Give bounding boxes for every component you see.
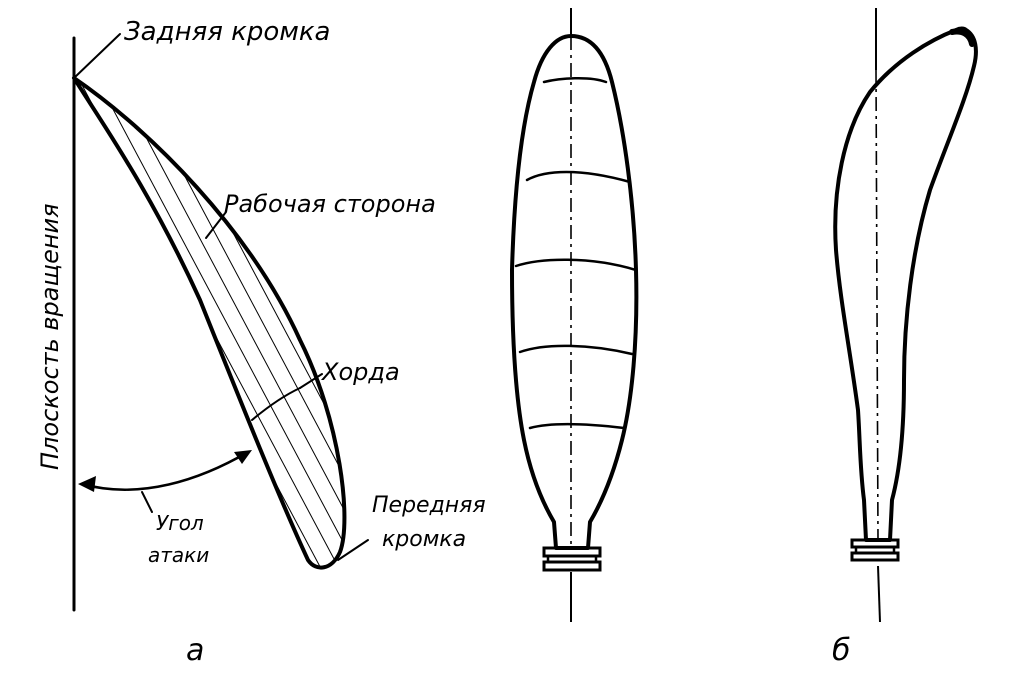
leading-edge-leader: [337, 539, 369, 561]
blade-outline: [510, 34, 639, 550]
blade-section-5: [528, 423, 626, 430]
attack-angle-arrow-right: [234, 450, 252, 464]
working-side-leader: [205, 211, 227, 239]
blade-section-3: [514, 258, 638, 272]
side-axis-line: [875, 69, 879, 541]
chord-line: [251, 387, 301, 421]
attack-angle-arrow-left: [78, 476, 96, 492]
blade-section-1: [542, 77, 608, 84]
chord-label: Хорда: [320, 358, 400, 386]
attack-angle-label-line1: Угол: [156, 511, 204, 535]
trailing-edge-label: Задняя кромка: [124, 17, 331, 47]
side-blade-outline: [833, 26, 978, 542]
rotation-plane-label: Плоскость вращения: [36, 203, 64, 470]
figure-a-blade-section: Плоскость вращения Задняя кромка Рабочая…: [36, 17, 486, 668]
leading-edge-label-line2: кромка: [382, 527, 466, 552]
side-blade-tip: [949, 28, 975, 47]
working-side-label: Рабочая сторона: [224, 190, 436, 218]
figure-b-blade-side-view: б: [832, 8, 978, 668]
figure-a-letter: а: [186, 633, 204, 668]
attack-angle-leader: [141, 491, 153, 513]
figure-b-letter: б: [832, 633, 851, 668]
airfoil-section: [72, 76, 347, 570]
side-hub-flange-bottom: [850, 551, 900, 562]
leading-edge-label-line1: Передняя: [372, 493, 486, 518]
hub-flange-bottom: [542, 560, 602, 572]
attack-angle-label-line2: атаки: [148, 543, 209, 567]
blade-plan-view: [510, 8, 639, 622]
attack-angle-arc: [80, 450, 250, 491]
trailing-edge-leader: [73, 33, 121, 79]
chord-leader: [299, 373, 323, 389]
blade-section-4: [518, 344, 634, 356]
blade-section-2: [525, 170, 632, 184]
